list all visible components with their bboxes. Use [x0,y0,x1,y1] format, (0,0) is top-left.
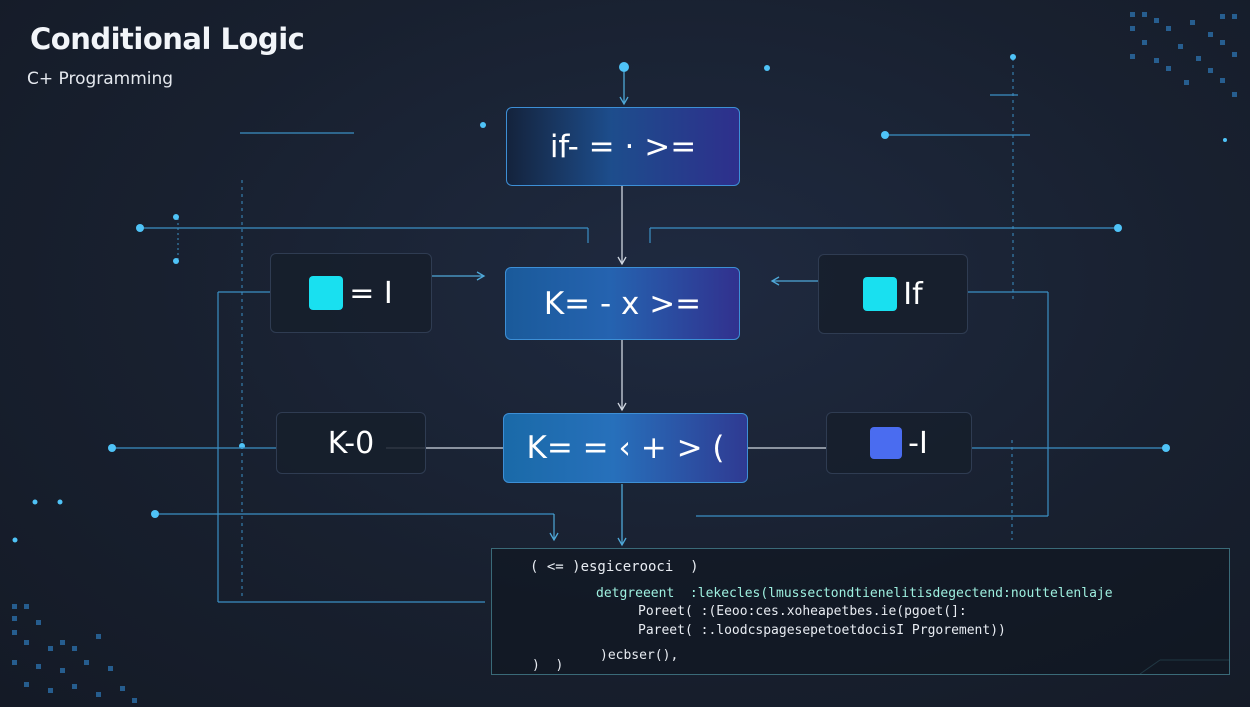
node-right-lower-label: -I [908,425,928,461]
node-bottom-label: K= = ‹ + > ( [526,430,725,466]
code-line: detgreeent :lekecles(lmussectondtienelit… [596,586,1113,601]
node-right-upper[interactable]: If [818,254,968,334]
cyan-square-icon [863,277,898,311]
code-line: Pareet( :.loodcspagesepetoetdocisI Prgor… [638,623,1006,638]
code-line: )ecbser(), [600,648,679,663]
node-middle-label: K= - x >= [543,285,702,322]
node-bottom[interactable]: K= = ‹ + > ( [503,413,748,483]
node-right-lower[interactable]: -I [826,412,972,474]
cyan-square-icon [309,276,344,310]
page-subtitle: C+ Programming [27,69,174,89]
node-left-upper-label: = I [349,275,393,311]
node-middle[interactable]: K= - x >= [505,267,740,340]
node-left-lower[interactable]: K-0 [276,412,426,474]
node-top-label: if- = · >= [549,128,697,165]
node-top[interactable]: if- = · >= [506,107,740,186]
node-right-upper-label: If [903,276,923,312]
code-line: Poreet( :(Eeoo:ces.xoheapetbes.ie(pgoet(… [638,604,967,619]
code-panel: ( <= )esgicerooci ) detgreeent :lekecles… [491,548,1230,675]
blue-square-icon [870,427,903,459]
code-line: ( <= )esgicerooci ) [530,559,699,575]
code-line: ) ) [532,658,564,673]
node-left-lower-label: K-0 [327,425,375,461]
page-title: Conditional Logic [30,22,305,56]
node-left-upper[interactable]: = I [270,253,432,333]
